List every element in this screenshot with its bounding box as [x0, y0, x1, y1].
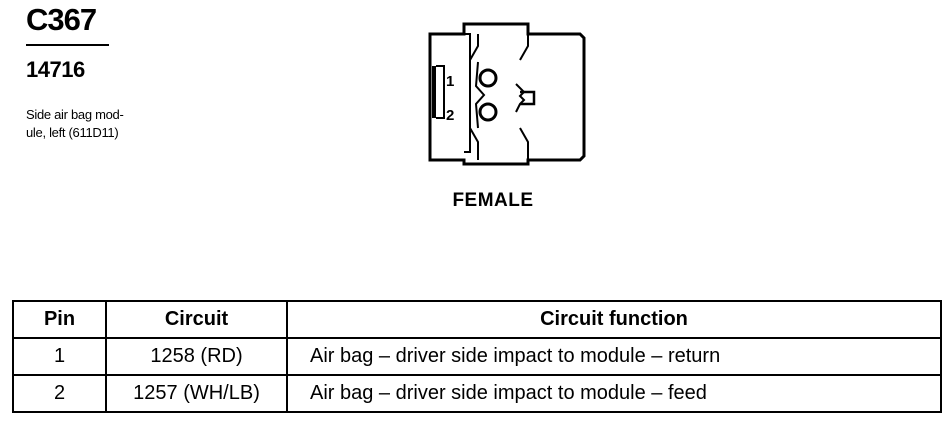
part-number: 14716 [26, 57, 85, 82]
connector-cavity [464, 33, 471, 153]
connector-face-diagram: 1 2 [428, 22, 586, 166]
cell-pin: 1 [12, 337, 107, 376]
connector-description: Side air bag mod- ule, left (611D11) [26, 106, 176, 142]
pin-2-label: 2 [446, 107, 454, 124]
pin-divider [474, 61, 486, 129]
connector-gender-label: FEMALE [452, 190, 534, 211]
cell-pin: 2 [12, 374, 107, 413]
pin-housing-right [519, 34, 529, 160]
pin-circuit-table: Pin Circuit Circuit function 1 1258 (RD)… [12, 300, 942, 413]
title-rule [26, 44, 109, 46]
cell-circuit: 1258 (RD) [105, 337, 288, 376]
connector-id: C367 [26, 2, 97, 37]
pin-1-label: 1 [446, 73, 454, 90]
pin-1-cavity [478, 68, 498, 88]
latch-arm [436, 65, 445, 119]
header-pin: Pin [12, 300, 107, 339]
table-row: 2 1257 (WH/LB) Air bag – driver side imp… [12, 374, 942, 413]
pin-housing [469, 34, 479, 160]
cell-circuit: 1257 (WH/LB) [105, 374, 288, 413]
key-tab [520, 90, 536, 106]
header-circuit-function: Circuit function [286, 300, 942, 339]
cell-circuit-function: Air bag – driver side impact to module –… [286, 374, 942, 413]
key-notch [515, 83, 526, 113]
description-line: ule, left (611D11) [26, 125, 119, 140]
table-row: 1 1258 (RD) Air bag – driver side impact… [12, 337, 942, 376]
connector-housing [428, 22, 586, 166]
header-circuit: Circuit [105, 300, 288, 339]
pin-2-cavity [478, 102, 498, 122]
latch-slot [432, 66, 436, 118]
cell-circuit-function: Air bag – driver side impact to module –… [286, 337, 942, 376]
table-header-row: Pin Circuit Circuit function [12, 300, 942, 339]
description-line: Side air bag mod- [26, 107, 124, 122]
